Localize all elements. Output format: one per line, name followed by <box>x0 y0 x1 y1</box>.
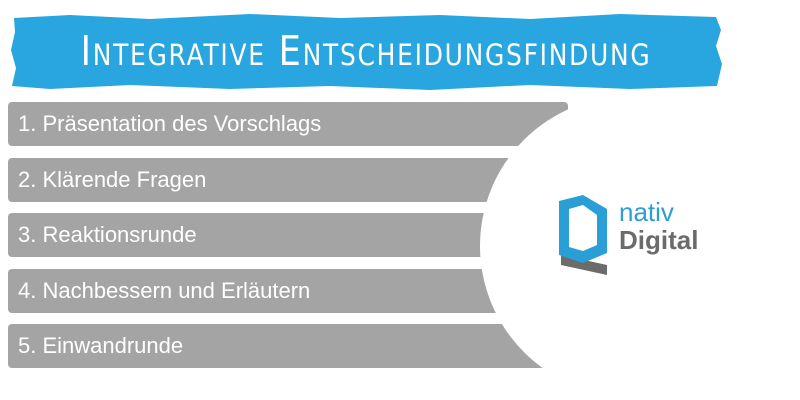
logo-text-digital: Digital <box>619 225 699 255</box>
list-item: 5. Einwandrunde <box>8 324 568 368</box>
list-item: 3. Reaktionsrunde <box>8 213 568 257</box>
list-item: 4. Nachbessern und Erläutern <box>8 268 568 313</box>
brand-logo: nativ Digital <box>555 193 720 278</box>
step-label: 5. Einwandrunde <box>18 333 184 358</box>
title-banner: Integrative Entscheidungsfindung <box>10 12 722 90</box>
step-label: 4. Nachbessern und Erläutern <box>18 277 311 303</box>
step-label: 1. Präsentation des Vorschlags <box>18 111 322 136</box>
list-item: 1. Präsentation des Vorschlags <box>8 102 568 146</box>
logo-circle <box>480 96 780 396</box>
step-label: 3. Reaktionsrunde <box>18 222 197 247</box>
list-item: 2. Klärende Fragen <box>8 157 568 202</box>
banner-brush-shape <box>11 14 722 90</box>
page-title: Integrative Entscheidungsfindung <box>80 27 652 75</box>
step-label: 2. Klärende Fragen <box>18 166 207 192</box>
logo-text-nativ: nativ <box>619 197 674 227</box>
nativ-digital-logo-mark-icon <box>559 195 607 275</box>
steps-list: 1. Präsentation des Vorschlags 2. Klären… <box>8 102 568 380</box>
